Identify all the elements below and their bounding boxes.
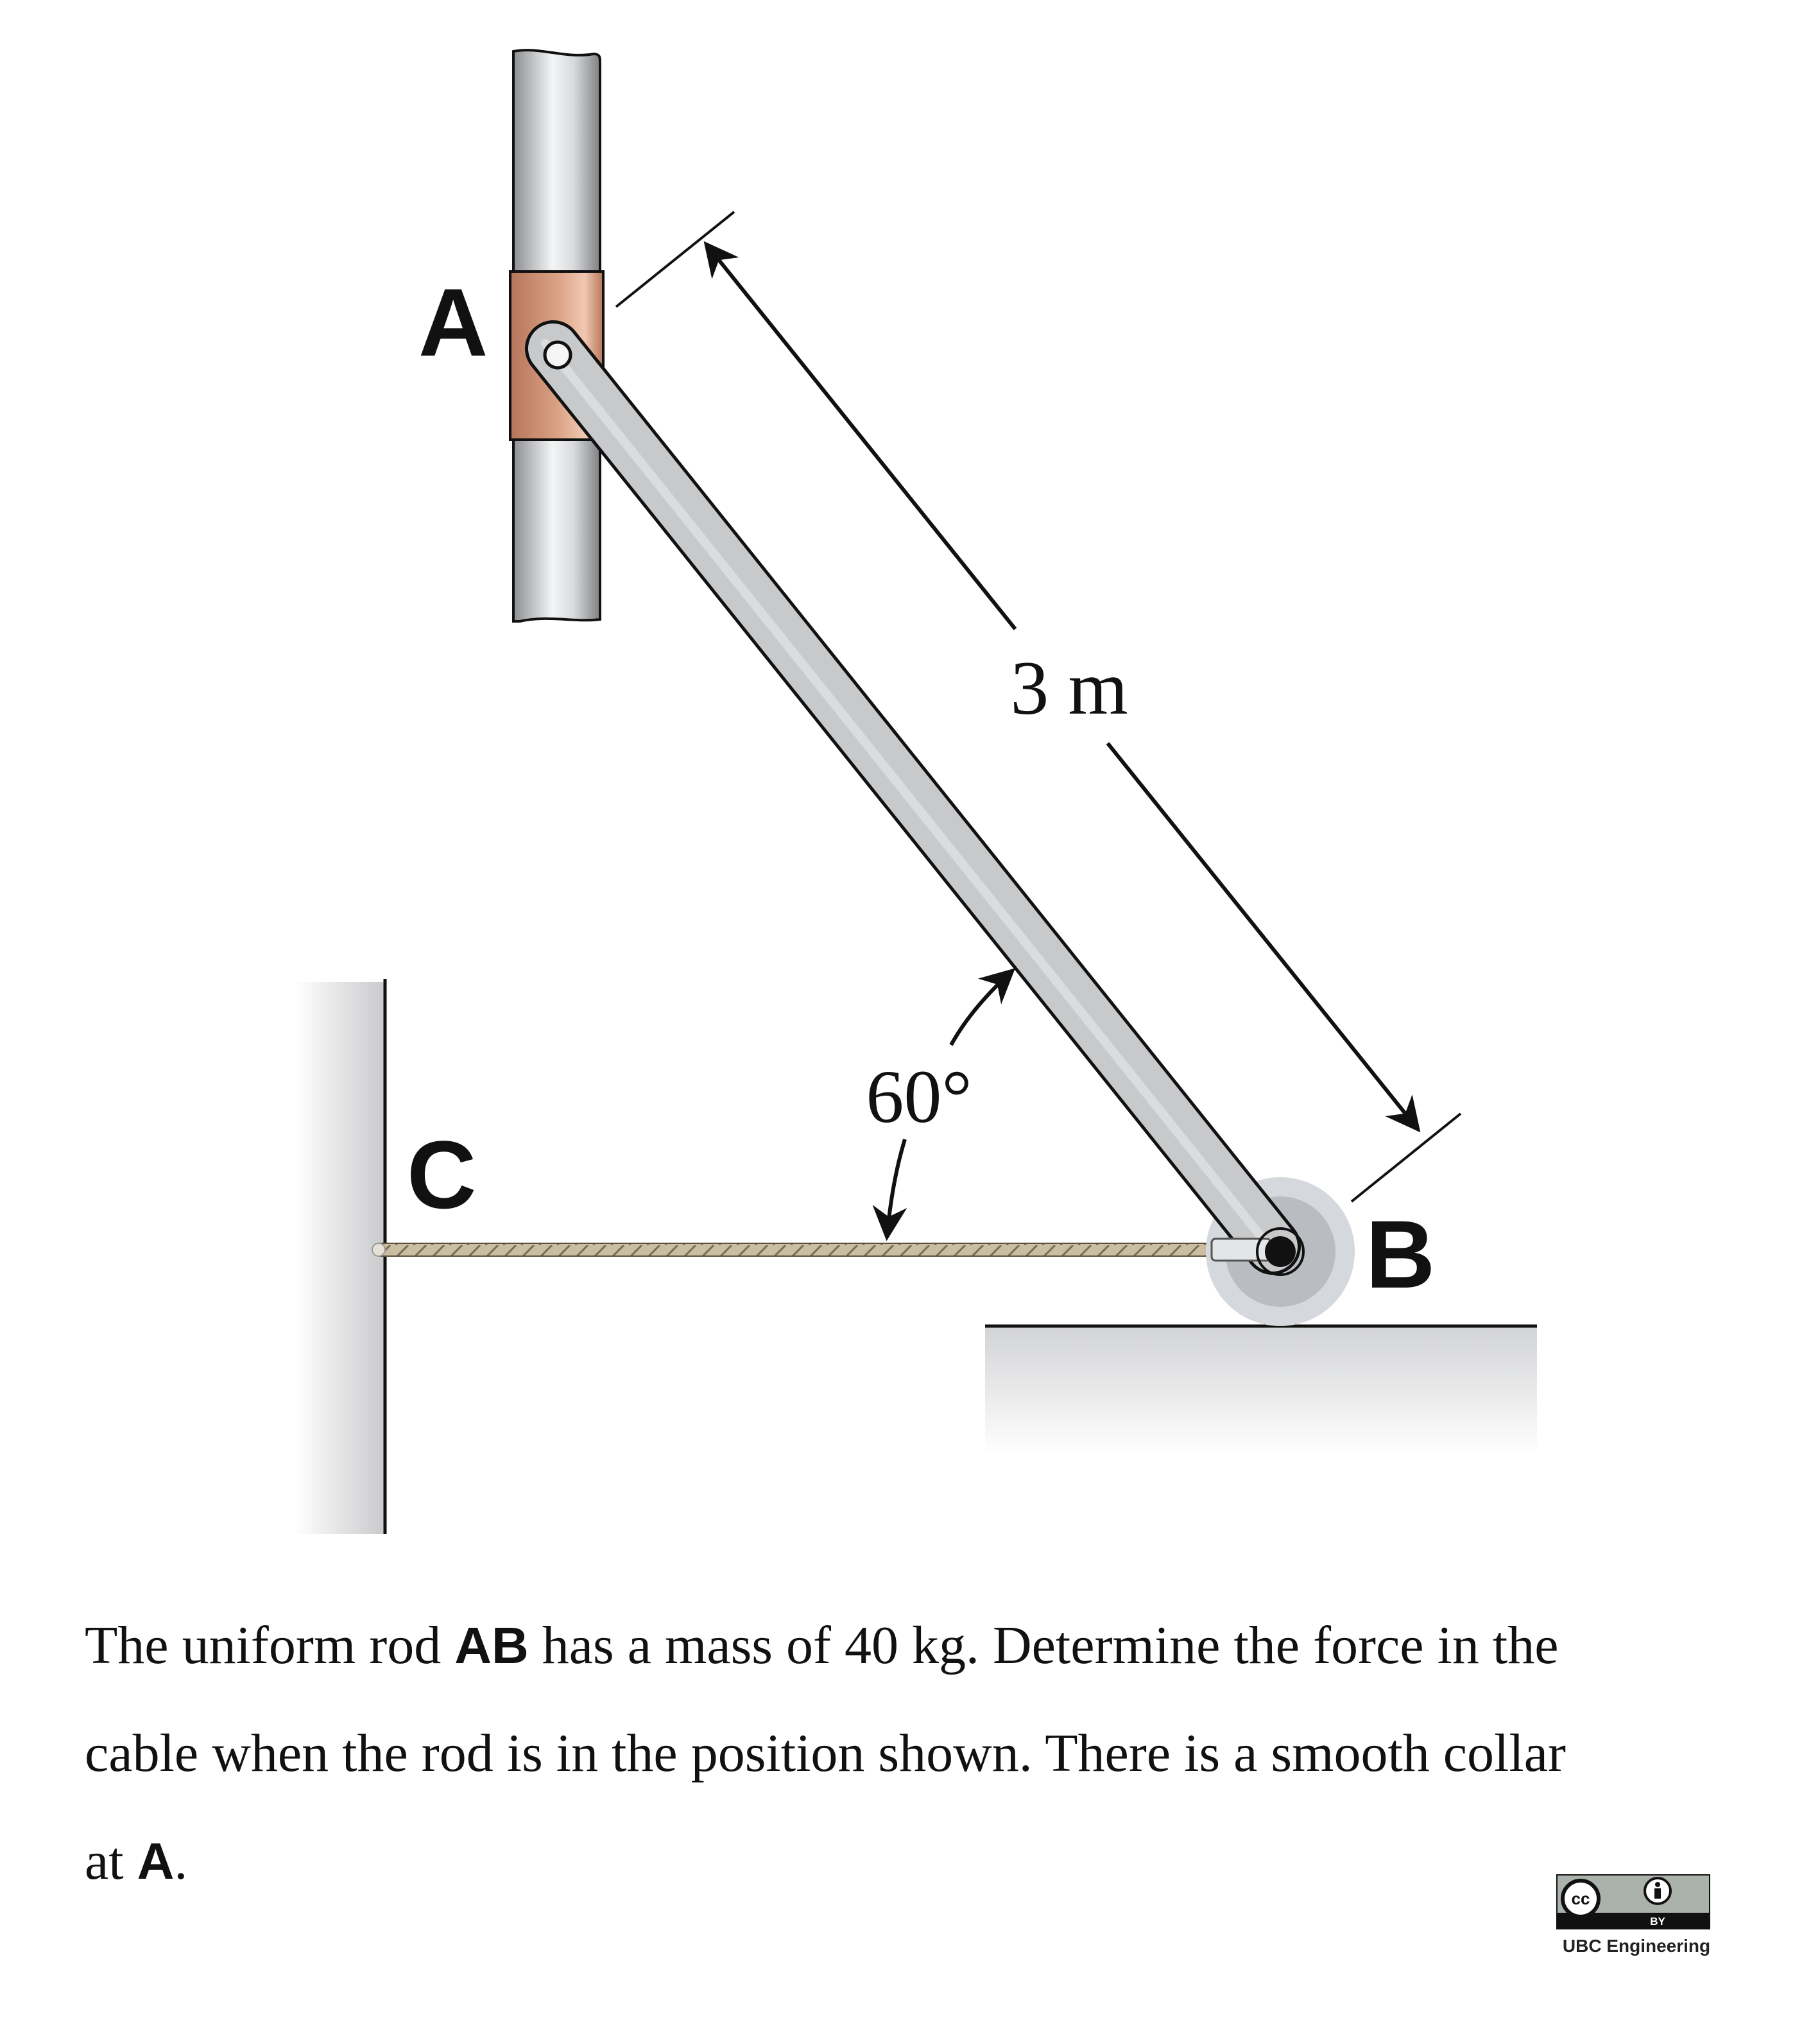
cc-by-badge[interactable]: cc BY (1556, 1874, 1710, 1929)
dimension-3m (615, 211, 1462, 1203)
attribution-icon (1644, 1877, 1672, 1905)
wall-c (295, 979, 387, 1534)
pin-a (543, 340, 572, 370)
problem-line3-end: . (174, 1831, 188, 1891)
problem-line1-rest: has a mass of 40 kg. Determine the force… (528, 1616, 1559, 1675)
cable-cb (372, 1243, 1220, 1257)
problem-rod-label: AB (454, 1617, 529, 1674)
problem-line3-text: at (85, 1831, 137, 1891)
label-point-b: B (1366, 1200, 1435, 1308)
problem-collar-label: A (137, 1833, 175, 1890)
angle-arc-60 (872, 968, 1016, 1241)
credit-text: UBC Engineering (1562, 1936, 1711, 1956)
problem-line1-text: The uniform rod (85, 1616, 455, 1675)
roller-pin-b (1210, 1227, 1305, 1276)
cc-by-text: BY (1650, 1915, 1665, 1928)
rod-ab (525, 320, 1301, 1275)
problem-line2-text: cable when the rod is in the position sh… (85, 1723, 1566, 1783)
label-point-c: C (407, 1121, 476, 1229)
floor-b (985, 1324, 1537, 1454)
problem-statement: The uniform rod AB has a mass of 40 kg. … (85, 1592, 1728, 1915)
cc-icon: cc (1561, 1879, 1601, 1919)
cc-icon-text: cc (1572, 1889, 1590, 1908)
label-point-a: A (418, 268, 488, 376)
license-block: cc BY UBC Engineering (1556, 1874, 1717, 1956)
dimension-label: 3 m (1010, 645, 1128, 730)
angle-label: 60° (866, 1055, 972, 1139)
